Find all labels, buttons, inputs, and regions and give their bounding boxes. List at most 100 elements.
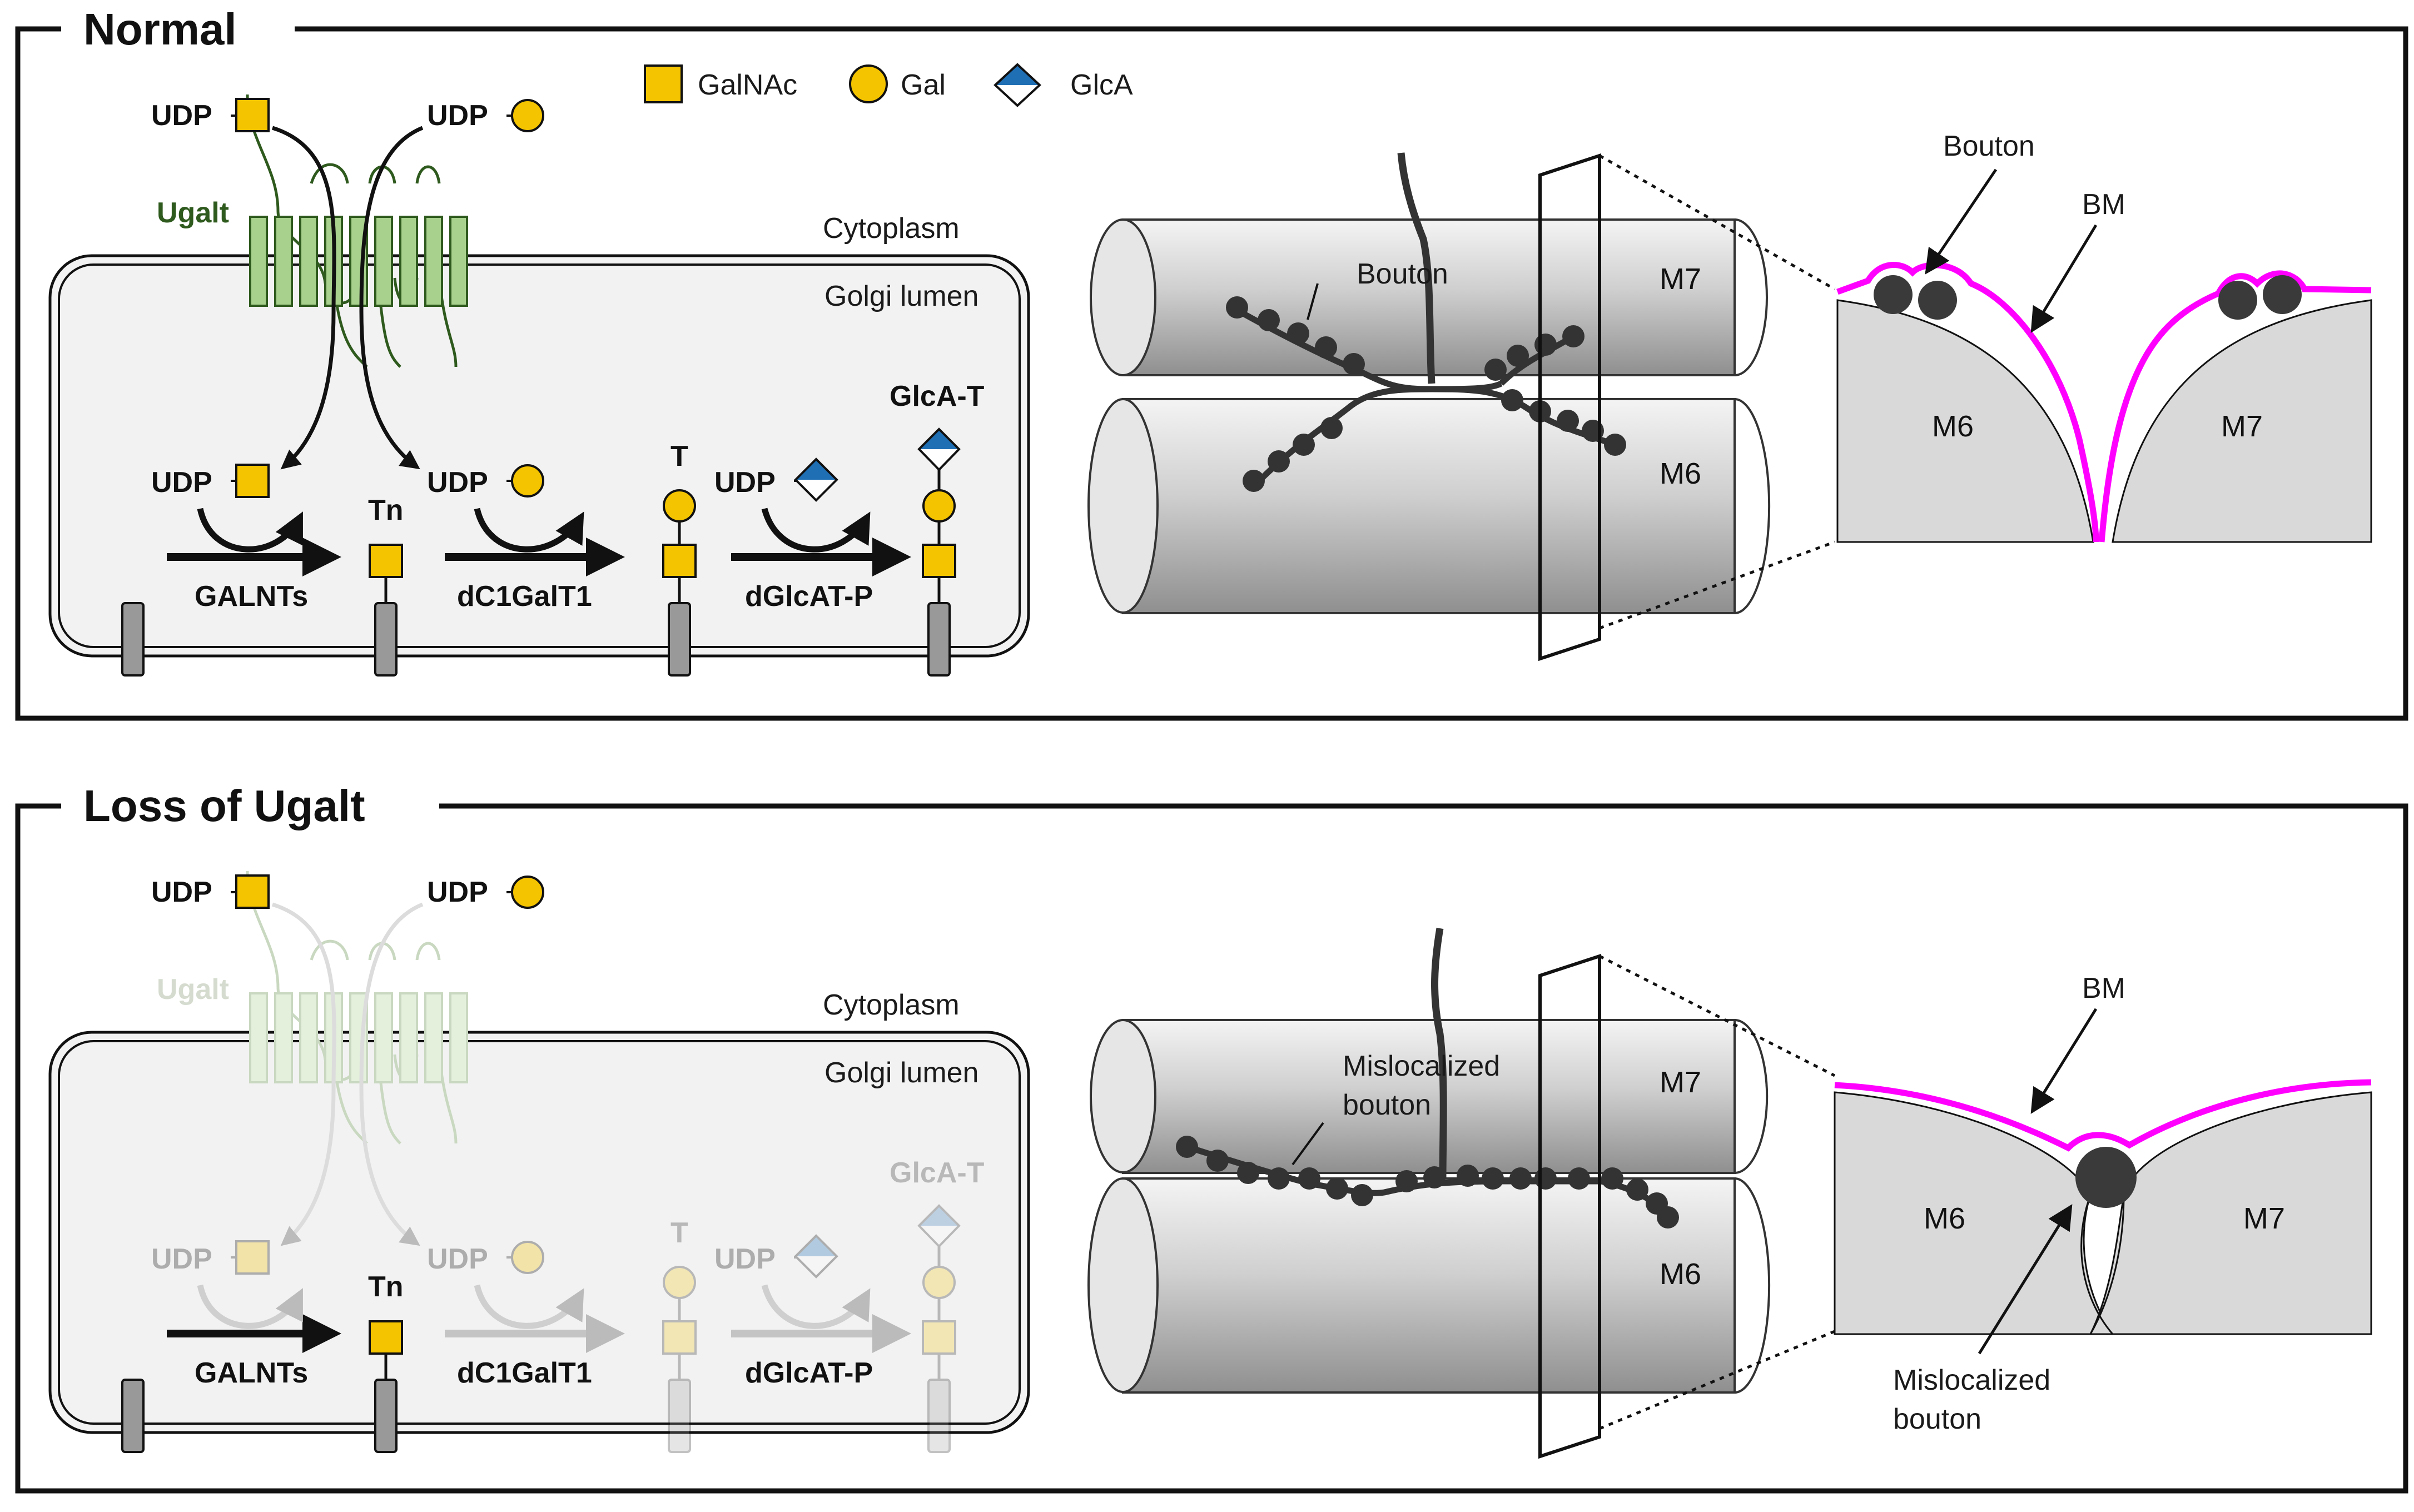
udp-galnac-lumen-label: UDP [151,466,212,499]
tn-label: Tn [368,494,404,526]
golgi-inner-membrane [58,1040,1021,1425]
udp-gal-label: UDP [427,100,488,132]
panel-frame [15,26,2408,721]
dc1galt1-label: dC1GalT1 [457,580,592,613]
udp-galnac-lumen-icon [235,1240,270,1275]
basement-membrane [1834,1079,2372,1152]
zoom-line-bottom [1599,540,1835,630]
muscle-m6 [1087,1177,1771,1394]
galnts-label: GALNTs [195,580,308,613]
membrane-protein-1 [121,602,145,677]
reaction-dc1galt1: dC1GalT1 [445,1284,625,1389]
udp-glca-lumen-icon [794,1234,838,1279]
legend: GalNAc Gal GlcA [644,63,1133,107]
cs-bouton-label: Bouton [1943,130,2035,162]
udp-gal-lumen-icon [511,464,544,498]
udp-gal-label: UDP [427,876,488,908]
reaction-dglcatp: dGlcAT-P [731,508,911,613]
dglcatp-label: dGlcAT-P [745,580,873,613]
ugalt-label: Ugalt [157,973,229,1006]
nerve-label-line2: bouton [1343,1089,1431,1121]
udp-galnac-icon [235,98,270,132]
dc1galt1-label: dC1GalT1 [457,1357,592,1389]
panel-title: Normal [83,4,237,54]
basement-membrane [1836,262,2372,543]
reaction-dc1galt1: dC1GalT1 [445,508,625,613]
reaction-galnts: GALNTs [167,1284,341,1389]
cs-m6-label: M6 [1924,1202,1965,1235]
m7-label: M7 [1660,1066,1701,1099]
golgi-inner-membrane [58,263,1021,648]
nerve-label-line1: Mislocalized [1343,1050,1500,1082]
zoom-line-top [1598,954,1836,1077]
udp-glca-lumen-label: UDP [714,466,776,499]
cs-m7-label: M7 [2243,1202,2285,1235]
t-glycoprotein-absent: T [662,1217,697,1453]
nerve-branch-normal [1226,152,1626,492]
cs-mislocalized-line1: Mislocalized [1893,1364,2050,1396]
cross-section-loss [1834,1079,2372,1335]
legend-gal: Gal [901,69,946,101]
udp-gal-lumen-label: UDP [427,1243,488,1275]
tn-glycoprotein [369,1320,403,1453]
glca-t-glycoprotein [917,427,961,677]
cs-m7-label: M7 [2221,410,2263,443]
cytoplasm-label: Cytoplasm [823,989,960,1021]
glca-t-glycoprotein-absent: GlcA-T [890,1157,985,1453]
transport-arrow-gal-absent [359,902,424,1246]
gal-legend-icon [849,64,888,103]
transport-arrow-gal [359,126,424,470]
udp-galnac-label: UDP [151,876,212,908]
udp-gal-lumen-label: UDP [427,466,488,499]
glca-t-label: GlcA-T [890,380,985,412]
golgi-lumen-label: Golgi lumen [824,1057,978,1089]
udp-glca-lumen-icon [794,457,838,502]
t-label: T [670,440,688,472]
udp-galnac-icon [235,874,270,909]
panel-loss-of-ugalt: Loss of Ugalt Cytoplasm Golgi lumen Ugal… [15,778,2408,1494]
reaction-dglcatp: dGlcAT-P [731,1284,911,1389]
golgi-lumen-label: Golgi lumen [824,280,978,312]
cs-mislocalized-line2: bouton [1893,1403,1981,1435]
t-glycoprotein [662,489,697,677]
m6-label: M6 [1660,457,1701,490]
tn-glycoprotein [369,544,403,677]
panel-frame [15,803,2408,1494]
legend-galnac: GalNAc [698,69,797,101]
panel-title: Loss of Ugalt [83,781,365,830]
udp-gal-lumen-icon [511,1241,544,1274]
reaction-galnts: GALNTs [167,508,341,613]
cs-bm-label: BM [2082,188,2125,221]
galnac-legend-icon [644,64,683,103]
t-label: T [670,1217,688,1249]
muscle-m6 [1087,398,1771,614]
m6-label: M6 [1660,1257,1701,1291]
udp-gal-icon [511,99,544,132]
transport-arrow-galnac-absent [271,902,336,1246]
transport-arrow-galnac [271,126,336,470]
cross-section-plane [1538,153,1601,662]
membrane-protein-1 [121,1379,145,1453]
ugalt-label: Ugalt [157,197,229,229]
glca-t-label: GlcA-T [890,1157,985,1189]
udp-galnac-lumen-icon [235,464,270,498]
cs-bm-label: BM [2082,972,2125,1004]
udp-glca-lumen-label: UDP [714,1243,776,1275]
nerve-bouton-label: Bouton [1357,258,1448,290]
galnts-label: GALNTs [195,1357,308,1389]
m7-label: M7 [1660,262,1701,296]
udp-gal-icon [511,876,544,909]
cs-m6-label: M6 [1932,410,1974,443]
glca-legend-icon [994,63,1041,107]
panel-normal: Normal GalNAc Gal GlcA Cytoplasm Golgi l… [15,4,2408,721]
muscle-m7 [1090,1019,1769,1174]
cross-section-plane [1538,953,1601,1459]
cross-section-normal [1836,262,2372,543]
udp-galnac-label: UDP [151,100,212,132]
legend-glca: GlcA [1070,69,1133,101]
mislocalized-bouton [2075,1147,2137,1208]
cytoplasm-label: Cytoplasm [823,212,960,245]
tn-label: Tn [368,1271,404,1303]
zoom-line-bottom [1599,1330,1835,1430]
